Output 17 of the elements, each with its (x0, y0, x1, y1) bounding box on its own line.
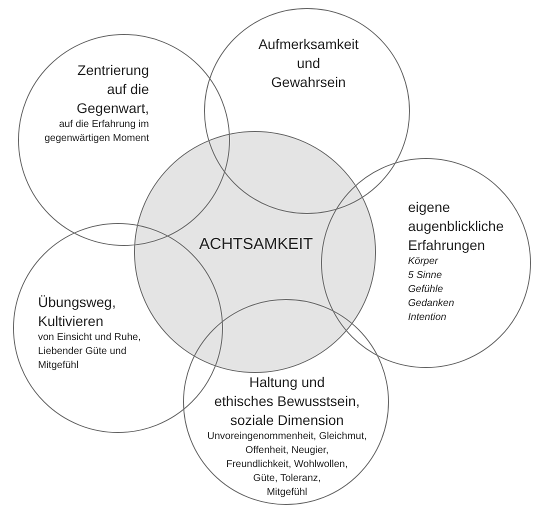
circle-description: von Einsicht und Ruhe, Liebender Güte und Mitgefühl (38, 331, 142, 373)
concept-circle (321, 158, 531, 368)
circle-heading: eigene augenblickliche Erfahrungen (408, 198, 505, 255)
circle-heading: Aufmerksamkeit und Gewahrsein (257, 35, 360, 92)
circle-heading: Zentrierung auf die Gegenwart, (76, 61, 149, 118)
circle-heading: Haltung und ethisches Bewusstsein, soziale Dimension (213, 373, 361, 430)
list-item: 5 Sinne (408, 269, 443, 283)
list-item: Intention (408, 311, 448, 325)
concept-circle (183, 299, 389, 505)
circle-description: Unvoreingenommenheit, Gleichmut, Offenheit, Neugier, Freundlichkeit, Wohlwollen, Güte, Toleranz, Mitgefühl (206, 430, 368, 500)
list-item: Gedanken (408, 297, 456, 311)
center-label: ACHTSAMKEIT (198, 235, 314, 255)
circle-description: auf die Erfahrung im gegenwärtigen Moment (43, 118, 149, 146)
list-item: Körper (408, 255, 440, 269)
concept-circle (204, 8, 410, 214)
list-item: Gefühle (408, 283, 444, 297)
circle-heading: Übungsweg, Kultivieren (38, 293, 117, 331)
